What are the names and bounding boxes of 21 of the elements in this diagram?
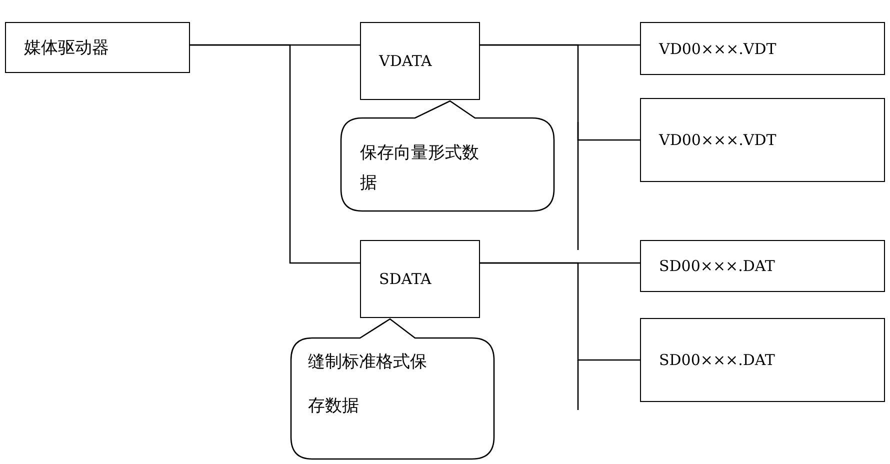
box-label: SD00×××.DAT xyxy=(659,351,775,369)
file-box xyxy=(640,98,885,182)
file-box xyxy=(360,240,480,318)
box-label: 媒体驱动器 xyxy=(24,37,109,59)
file-box xyxy=(640,318,885,402)
bubble-text: 缝制标准格式保存数据 xyxy=(308,351,428,418)
speech-bubble xyxy=(340,100,555,212)
speech-bubble xyxy=(290,318,495,460)
box-label: SD00×××.DAT xyxy=(659,257,775,275)
box-label: VDATA xyxy=(379,52,432,70)
connector-line xyxy=(480,44,640,141)
file-box xyxy=(640,240,885,292)
box-label: SDATA xyxy=(379,270,432,288)
file-box xyxy=(640,22,885,75)
box-label: VD00×××.VDT xyxy=(659,40,776,58)
file-box xyxy=(5,22,190,73)
connector-line xyxy=(190,44,360,264)
box-label: VD00×××.VDT xyxy=(659,131,776,149)
bubble-text: 保存向量形式数据 xyxy=(360,142,480,195)
file-box xyxy=(360,22,480,100)
connector-line xyxy=(480,262,640,361)
